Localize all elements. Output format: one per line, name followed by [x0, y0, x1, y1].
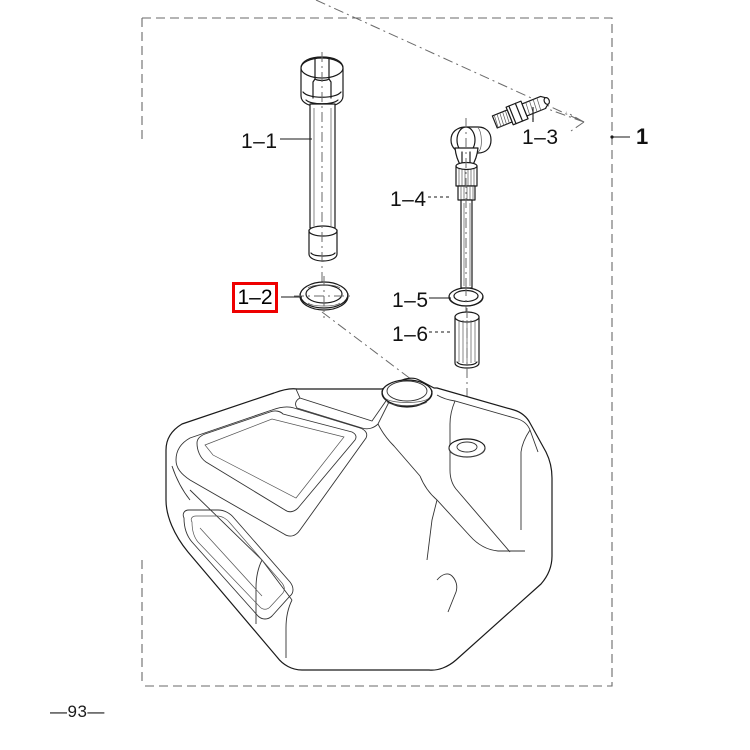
callout-main-assembly: 1: [636, 124, 649, 149]
page-number: —93—: [50, 702, 105, 721]
part-fuel-tank-body: [165, 377, 553, 671]
part-fuel-strainer: [454, 308, 480, 450]
tank-pickup-port: [448, 438, 486, 458]
callout-part-1-1: 1–1: [241, 130, 278, 153]
callout-part-1-4: 1–4: [390, 188, 427, 211]
part-pickup-o-ring: [448, 286, 484, 312]
highlight-box-part-1-2: 1–2: [232, 282, 278, 313]
assembly-boundary: [141, 17, 613, 687]
callout-part-1-6: 1–6: [392, 323, 429, 346]
part-cap-o-ring: [294, 276, 354, 318]
callout-part-1-2: 1–2: [237, 285, 273, 309]
tank-filler-neck: [381, 379, 433, 408]
leader-assembly-diagonal: [315, 0, 585, 132]
callout-part-1-3: 1–3: [522, 126, 559, 149]
part-pickup-elbow: [450, 118, 492, 292]
leader-main-callout: [610, 135, 630, 139]
part-fuel-cap: [300, 52, 344, 284]
part-nipple-fitting: [491, 95, 550, 129]
callout-part-1-5: 1–5: [392, 289, 429, 312]
leader-o-ring-to-tank: [321, 311, 421, 387]
